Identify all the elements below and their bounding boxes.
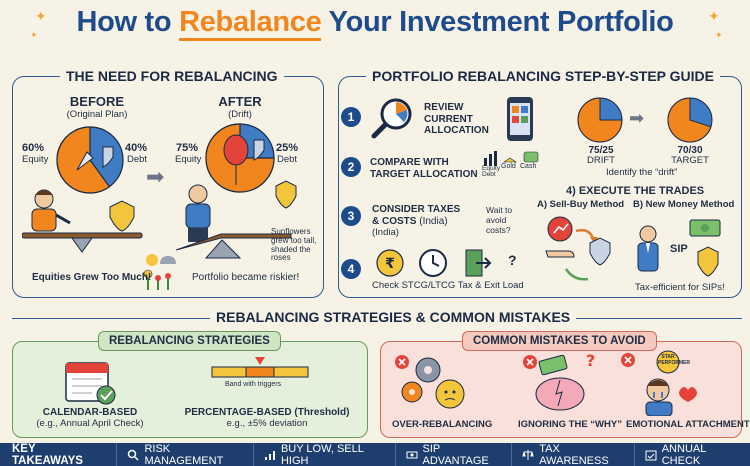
magnifier-chart-icon — [371, 98, 412, 139]
before-seesaw-illustration — [22, 189, 143, 253]
takeaway-tax-awareness: TAX AWARENESS — [511, 442, 634, 466]
asset-label-cash: Cash — [520, 163, 537, 170]
mistakes-heading: COMMON MISTAKES TO AVOID — [462, 331, 657, 351]
step-4-number: 4 — [341, 259, 361, 279]
step-4-label: Check STCG/LTCG Tax & Exit Load — [372, 280, 524, 291]
arrow-right-icon: ➡ — [629, 108, 645, 128]
sparkle-icon: ✦ — [715, 30, 723, 40]
target-pie-chart — [667, 97, 713, 143]
sparkle-icon: ✦ — [35, 8, 47, 24]
key-takeaways-label: KEY TAKEAWAYS — [12, 442, 83, 466]
search-icon — [128, 449, 139, 461]
mistake-emotional-attachment: EMOTIONAL ATTACHMENT — [626, 419, 750, 430]
calendar-check-icon — [645, 450, 657, 460]
emotional-attachment-icon — [621, 350, 697, 416]
after-equity-pct: 75% — [176, 142, 199, 154]
percentage-based-subtitle: e.g., ±5% deviation — [226, 418, 308, 429]
clock-icon — [419, 249, 447, 277]
svg-text:?: ? — [586, 352, 595, 370]
calendar-icon — [65, 362, 116, 405]
drift-pie-chart — [577, 97, 623, 143]
after-equity-label: Equity — [175, 154, 202, 165]
step-3-sublabel: (India) — [372, 227, 399, 238]
takeaway-sip-advantage: SIP ADVANTAGE — [394, 442, 512, 466]
sparkle-icon: ✦ — [708, 8, 720, 24]
before-debt-label: Debt — [127, 154, 148, 165]
asset-label-debt: Debt — [482, 171, 496, 178]
after-seesaw-illustration — [176, 180, 297, 259]
percentage-based-title: PERCENTAGE-BASED (Threshold) — [184, 407, 350, 418]
over-rebalancing-icon — [395, 355, 465, 409]
caption-riskier: Portfolio became riskier! — [192, 272, 300, 283]
step-1-number: 1 — [341, 107, 361, 127]
step-2-number: 2 — [341, 157, 361, 177]
page-title: How to Rebalance Your Investment Portfol… — [0, 6, 750, 41]
after-subtitle: (Drift) — [228, 109, 252, 120]
step-3-number: 3 — [341, 206, 361, 226]
sell-buy-illustration — [545, 216, 611, 281]
before-equity-label: Equity — [22, 154, 49, 165]
drift-value: 75/25 — [588, 145, 614, 156]
caption-equities-grew: Equities Grew Too Much! — [32, 272, 152, 283]
bar-chart-icon — [264, 450, 275, 460]
identify-drift-note: Identify the “drift” — [606, 167, 678, 178]
mistake-ignoring-why: IGNORING THE “WHY” — [518, 419, 622, 430]
sip-label: SIP — [670, 243, 688, 255]
arrow-right-icon: ➡ — [146, 164, 165, 189]
before-equity-pct: 60% — [22, 142, 45, 154]
after-debt-label: Debt — [277, 154, 298, 165]
step-2-label: COMPARE WITH TARGET ALLOCATION — [370, 157, 478, 180]
sip-note: Tax-efficient for SIPs! — [635, 282, 725, 293]
step-3-label: CONSIDER TAXES & COSTS (India) — [372, 204, 461, 227]
threshold-band-icon — [211, 357, 309, 378]
wait-costs-note: Wait to avoid costs? — [486, 205, 513, 235]
asset-label-equity: Equity — [482, 165, 501, 172]
drift-label: DRIFT — [587, 155, 615, 166]
after-debt-pct: 25% — [276, 142, 299, 154]
before-pie-chart — [56, 126, 124, 194]
method-a-label: A) Sell-Buy Method — [537, 199, 625, 210]
method-b-label: B) New Money Method — [633, 199, 735, 210]
phone-icon — [507, 97, 533, 141]
calendar-based-subtitle: (e.g., Annual April Check) — [36, 418, 144, 429]
strategies-mistakes-heading: REBALANCING STRATEGIES & COMMON MISTAKES — [210, 309, 577, 325]
before-debt-pct: 40% — [125, 142, 148, 154]
target-value: 70/30 — [677, 145, 703, 156]
exit-door-icon — [465, 249, 492, 277]
takeaway-buy-low-sell-high: BUY LOW, SELL HIGH — [252, 442, 395, 466]
need-heading: THE NEED FOR REBALANCING — [60, 68, 284, 84]
sparkle-icon: ✦ — [30, 30, 38, 40]
rupee-coin-icon: ₹ — [376, 249, 404, 277]
execute-heading: 4) EXECUTE THE TRADES — [566, 185, 705, 197]
balance-scale-icon — [522, 449, 534, 460]
asset-label-gold: Gold — [501, 163, 516, 170]
piggy-bank-icon: ? — [523, 352, 595, 411]
before-title: BEFORE — [69, 94, 125, 109]
guide-heading: PORTFOLIO REBALANCING STEP-BY-STEP GUIDE — [366, 68, 720, 84]
target-label: TARGET — [671, 155, 709, 166]
question-mark-icon: ? — [508, 252, 517, 268]
strategies-heading: REBALANCING STRATEGIES — [98, 331, 281, 351]
sip-illustration — [637, 219, 721, 277]
svg-text:₹: ₹ — [385, 256, 395, 272]
garden-icon — [143, 254, 176, 290]
after-title: AFTER — [218, 94, 262, 109]
after-pie-chart — [205, 123, 275, 193]
star-performer-badge: STAR PERFORMER — [658, 354, 690, 366]
takeaway-annual-check: ANNUAL CHECK — [633, 442, 750, 466]
takeaway-risk-management: RISK MANAGEMENT — [116, 442, 252, 466]
sunflower-note: Sunflowers grew too tall, shaded the ros… — [271, 227, 317, 263]
step-1-label: REVIEW CURRENT ALLOCATION — [424, 102, 489, 136]
before-subtitle: (Original Plan) — [66, 109, 128, 120]
money-icon — [406, 451, 418, 458]
mistake-over-rebalancing: OVER-REBALANCING — [392, 419, 493, 430]
calendar-based-title: CALENDAR-BASED — [42, 407, 138, 418]
key-takeaways-bar: KEY TAKEAWAYS RISK MANAGEMENT BUY LOW, S… — [0, 442, 750, 466]
asset-classes-icon — [484, 151, 539, 166]
band-label: Band with triggers — [225, 381, 282, 388]
